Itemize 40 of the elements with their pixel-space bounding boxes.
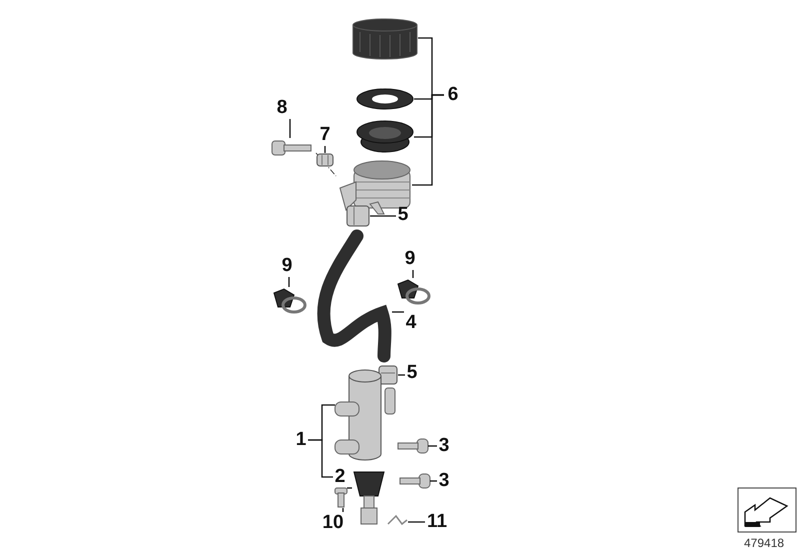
callout-number: 7	[318, 124, 332, 146]
callout-number: 9	[402, 248, 418, 270]
callout-number: 8	[274, 97, 290, 119]
callout-number: 3	[437, 435, 451, 457]
leader-line	[398, 374, 405, 376]
hose-clamp-drawing	[378, 365, 398, 385]
leader-line	[412, 94, 444, 186]
leader-line	[308, 439, 333, 478]
callout-number: 5	[396, 204, 410, 226]
bolt-drawing	[400, 471, 430, 491]
leader-line	[289, 119, 291, 138]
reservoir-cap-drawing	[352, 18, 418, 60]
leader-line	[428, 445, 437, 447]
callout-number: 10	[321, 512, 345, 534]
callout-number: 2	[333, 466, 347, 488]
callout-number: 5	[405, 362, 419, 384]
hose-clamp-drawing	[346, 205, 370, 227]
callout-number: 1	[294, 429, 308, 451]
drawing-number: 479418	[744, 536, 784, 550]
nut-drawing	[316, 153, 334, 167]
washer-drawing	[356, 88, 414, 110]
callout-number: 6	[444, 84, 462, 106]
callout-number: 11	[425, 511, 449, 533]
leader-line	[392, 311, 404, 313]
callout-number: 9	[279, 255, 295, 277]
leader-line	[412, 270, 414, 278]
hose-clip-drawing	[272, 287, 306, 313]
leader-line	[288, 277, 290, 287]
hose-clip-drawing	[396, 278, 430, 304]
leader-line	[370, 215, 396, 217]
bolt-drawing	[398, 436, 428, 456]
callout-number: 3	[437, 470, 451, 492]
leader-line	[324, 146, 326, 153]
leader-line	[342, 508, 344, 512]
bolt-drawing	[272, 138, 312, 158]
callout-number: 4	[404, 312, 418, 334]
leader-line	[408, 521, 425, 523]
leader-line	[430, 480, 437, 482]
leader-line	[347, 487, 352, 489]
diaphragm-drawing	[356, 120, 414, 154]
